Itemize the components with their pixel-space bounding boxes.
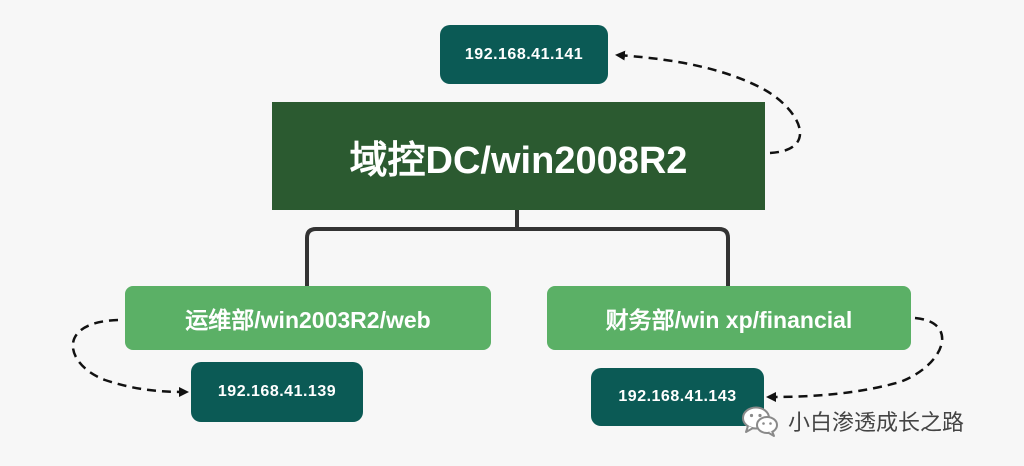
- root-node: 域控DC/win2008R2: [272, 102, 765, 210]
- watermark: 小白渗透成长之路: [740, 402, 1010, 440]
- root-ip-label: 192.168.41.141: [464, 45, 584, 63]
- left-ip-box: 192.168.41.139: [191, 362, 363, 422]
- left-child-ip-dashed-arrow: [71, 318, 189, 397]
- tree-connector: [305, 208, 730, 288]
- left-ip-label: 192.168.41.139: [217, 383, 337, 400]
- wechat-icon: [742, 406, 778, 437]
- right-child-ip-dashed-arrow: [766, 316, 944, 402]
- root-ip-box: 192.168.41.141: [440, 25, 608, 84]
- root-ip-dashed-arrow: [615, 50, 802, 155]
- watermark-text: 小白渗透成长之路: [788, 411, 965, 436]
- left-child-node: 运维部/win2003R2/web: [125, 286, 491, 350]
- right-child-label: 财务部/win xp/financial: [605, 307, 853, 333]
- left-child-label: 运维部/win2003R2/web: [185, 307, 431, 333]
- right-ip-label: 192.168.41.143: [618, 388, 737, 405]
- root-node-label: 域控DC/win2008R2: [349, 139, 688, 182]
- right-ip-box: 192.168.41.143: [591, 368, 764, 426]
- right-child-node: 财务部/win xp/financial: [547, 286, 911, 350]
